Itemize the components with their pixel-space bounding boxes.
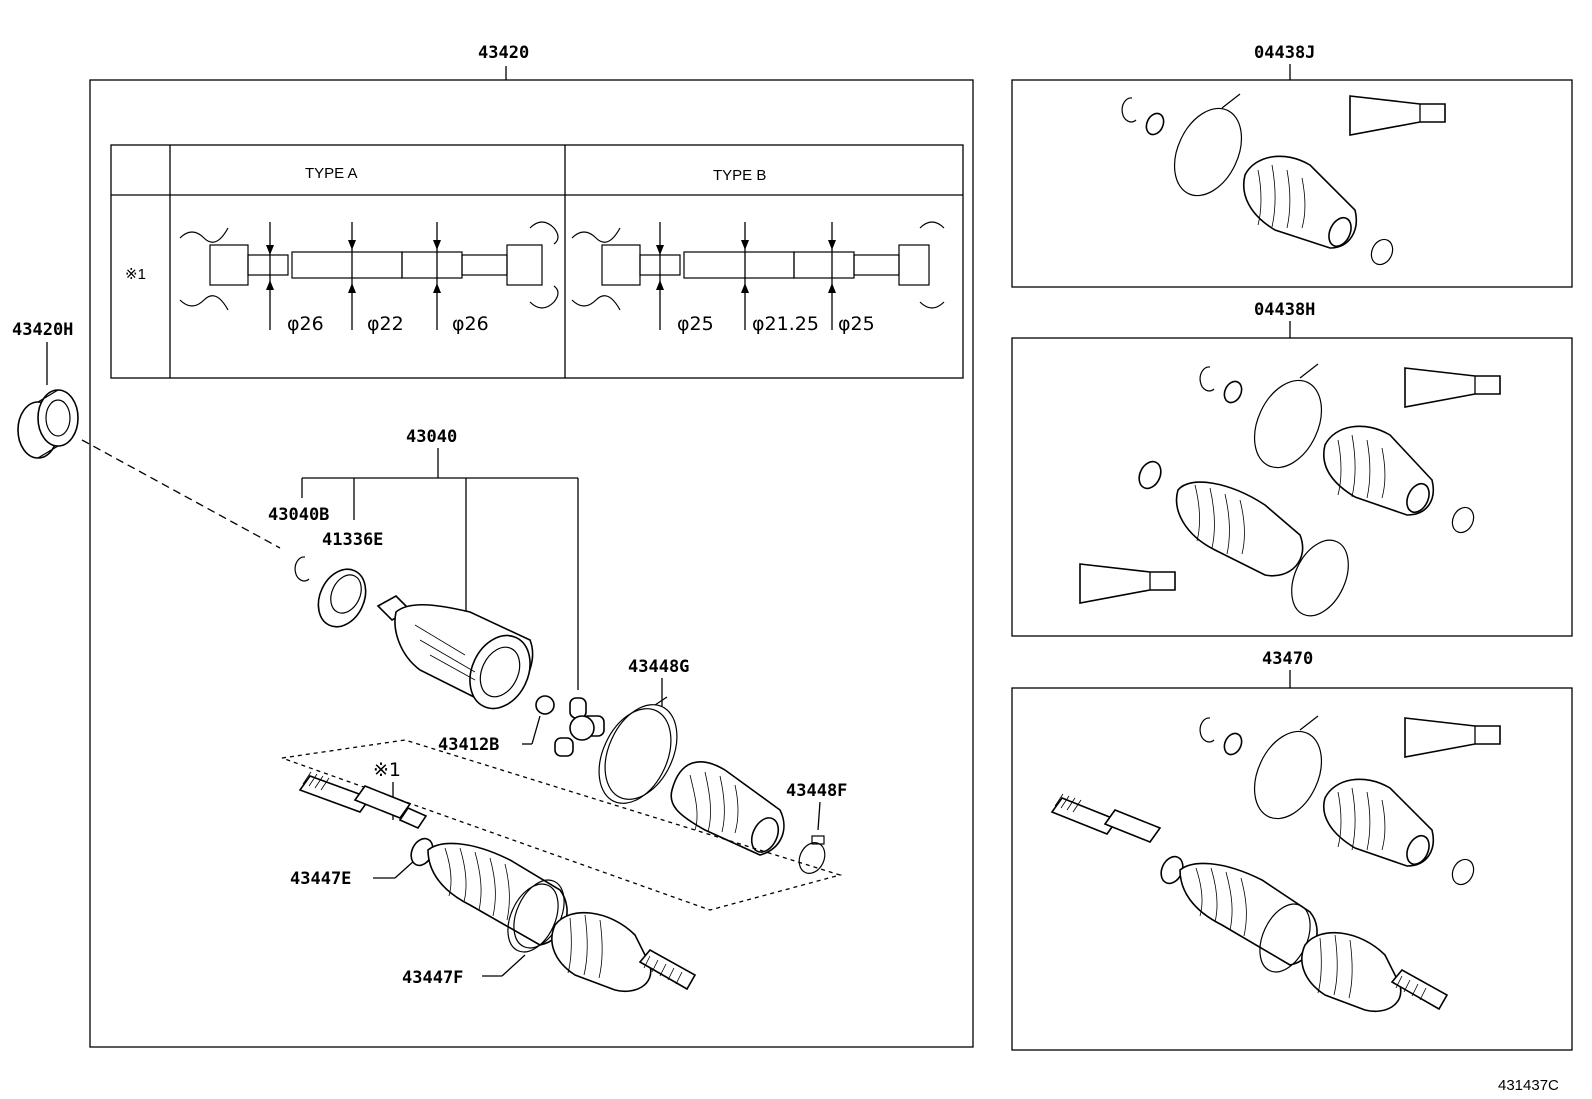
type-a-dim-3: φ26 bbox=[452, 313, 489, 335]
label-41336E[interactable]: 41336E bbox=[322, 530, 383, 550]
type-a-shaft-drawing bbox=[179, 221, 559, 330]
type-b-dim-1: φ25 bbox=[677, 313, 714, 335]
main-assembly-frame bbox=[89, 79, 974, 1048]
snap-ring-part bbox=[294, 556, 310, 582]
label-43412B[interactable]: 43412B bbox=[438, 735, 499, 755]
kit-04438H-frame bbox=[1011, 337, 1573, 637]
tripod-part bbox=[554, 697, 605, 757]
label-43470[interactable]: 43470 bbox=[1262, 649, 1313, 669]
kit-43470-parts bbox=[1050, 715, 1501, 1012]
label-43448G[interactable]: 43448G bbox=[628, 657, 689, 677]
bearing-part bbox=[17, 389, 79, 459]
kit-43470-frame bbox=[1011, 687, 1573, 1051]
label-43040B[interactable]: 43040B bbox=[268, 505, 329, 525]
label-04438H[interactable]: 04438H bbox=[1254, 300, 1315, 320]
label-43040[interactable]: 43040 bbox=[406, 427, 457, 447]
outer-joint-housing bbox=[376, 595, 534, 710]
table-type-b: TYPE B bbox=[713, 167, 766, 184]
outer-boot-assembly bbox=[410, 837, 697, 992]
label-43447E[interactable]: 43447E bbox=[290, 869, 351, 889]
type-b-dim-2: φ21.25 bbox=[752, 313, 819, 335]
table-row-mark: ※1 bbox=[125, 266, 146, 283]
type-a-dim-1: φ26 bbox=[287, 313, 324, 335]
inner-boot-part bbox=[670, 761, 785, 856]
ball-part bbox=[535, 695, 555, 715]
kit-04438H-parts bbox=[1079, 363, 1501, 617]
type-b-shaft-drawing bbox=[571, 221, 945, 330]
label-43448F[interactable]: 43448F bbox=[786, 781, 847, 801]
large-clamp-part bbox=[598, 696, 678, 804]
dust-seal-part bbox=[317, 568, 367, 628]
type-a-dim-2: φ22 bbox=[367, 313, 404, 335]
kit-04438J-parts bbox=[1121, 93, 1446, 266]
dashed-group-outline bbox=[281, 739, 843, 911]
drive-shaft-part bbox=[298, 771, 428, 830]
kit-04438J-frame bbox=[1011, 79, 1573, 288]
label-43447F[interactable]: 43447F bbox=[402, 968, 463, 988]
label-04438J[interactable]: 04438J bbox=[1254, 43, 1315, 63]
type-b-dim-3: φ25 bbox=[838, 313, 875, 335]
drawing-number: 431437C bbox=[1498, 1077, 1559, 1094]
shaft-type-table: TYPE A TYPE B ※1 φ26 φ22 φ26 bbox=[110, 144, 964, 379]
small-clamp-part bbox=[798, 835, 826, 874]
label-ref-mark: ※1 bbox=[373, 759, 401, 781]
label-43420[interactable]: 43420 bbox=[478, 43, 529, 63]
label-43420H[interactable]: 43420H bbox=[12, 320, 73, 340]
table-type-a: TYPE A bbox=[305, 165, 358, 182]
